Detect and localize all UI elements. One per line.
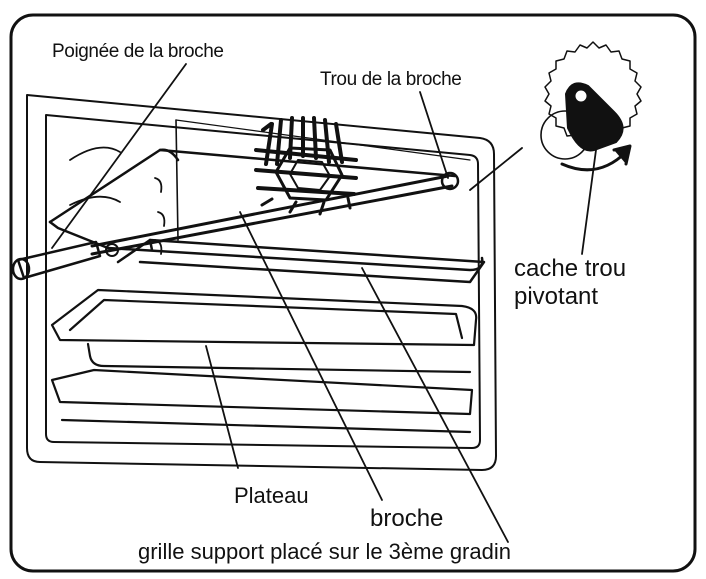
curved-arrow-icon xyxy=(560,144,632,172)
label-spit-hole: Trou de la broche xyxy=(320,69,462,90)
label-rack: grille support placé sur le 3ème gradin xyxy=(138,539,511,564)
oven-cavity xyxy=(26,94,497,471)
leader-pivot-cover-from-oven xyxy=(469,147,523,191)
leader-pivot-cover xyxy=(581,149,597,255)
spit-handle xyxy=(11,240,102,281)
label-spit-handle: Poignée de la broche xyxy=(52,41,224,62)
pivot-cover-detail xyxy=(540,41,642,160)
leader-lines xyxy=(51,63,597,543)
leader-spit xyxy=(239,211,383,501)
shelf-rails xyxy=(69,146,166,255)
label-spit: broche xyxy=(370,505,444,532)
spit-frame xyxy=(48,148,484,272)
outer-frame xyxy=(9,13,697,573)
tray xyxy=(50,288,478,374)
label-tray: Plateau xyxy=(234,483,309,508)
rack-support xyxy=(116,238,486,284)
label-pivot-cover-line1: cache trou xyxy=(514,255,627,282)
leader-tray xyxy=(205,345,239,469)
leader-spit-handle xyxy=(51,63,187,249)
lower-shelf xyxy=(50,368,474,434)
leader-spit-hole xyxy=(419,91,449,179)
leader-rack xyxy=(361,267,509,543)
spit-rod xyxy=(90,171,460,257)
label-pivot-cover-line2: pivotant xyxy=(514,283,599,310)
